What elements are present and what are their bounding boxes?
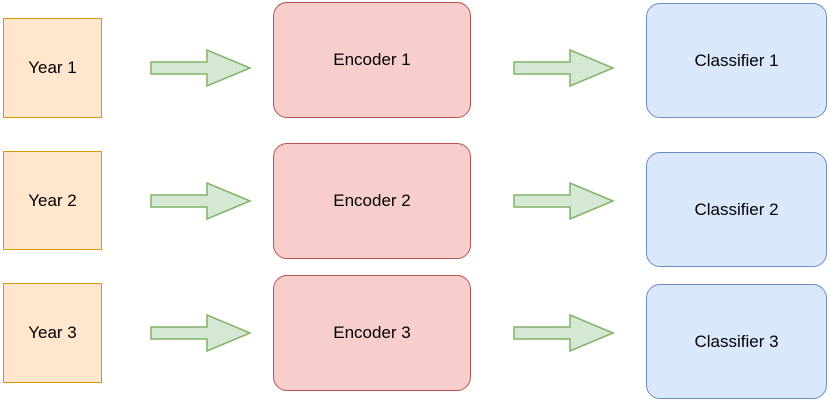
encoder-2-label: Encoder 2 — [333, 191, 411, 210]
encoder-3-label: Encoder 3 — [333, 323, 411, 342]
year-1-box: Year 1 — [3, 18, 102, 118]
classifier-2-label: Classifier 2 — [694, 199, 779, 219]
encoder-3-box: Encoder 3 — [273, 275, 471, 391]
classifier-2-box: Classifier 2 — [646, 152, 827, 267]
encoder-1-label: Encoder 1 — [333, 50, 411, 69]
classifier-3-label: Classifier 3 — [694, 331, 779, 351]
year-1-label: Year 1 — [28, 58, 77, 77]
arrow-encoder-1-to-classifier-1 — [513, 49, 615, 87]
encoder-2-box: Encoder 2 — [273, 143, 471, 259]
year-3-box: Year 3 — [3, 283, 102, 383]
arrow-encoder-3-to-classifier-3 — [513, 314, 615, 352]
year-2-box: Year 2 — [3, 151, 102, 250]
year-2-label: Year 2 — [28, 190, 77, 210]
classifier-3-box: Classifier 3 — [646, 284, 827, 399]
arrow-year-3-to-encoder-3 — [150, 314, 252, 352]
year-3-label: Year 3 — [28, 323, 77, 342]
classifier-1-label: Classifier 1 — [694, 50, 779, 70]
arrow-year-2-to-encoder-2 — [150, 182, 252, 220]
classifier-1-box: Classifier 1 — [646, 3, 827, 118]
arrow-year-1-to-encoder-1 — [150, 49, 252, 87]
encoder-1-box: Encoder 1 — [273, 2, 471, 118]
arrow-encoder-2-to-classifier-2 — [513, 182, 615, 220]
